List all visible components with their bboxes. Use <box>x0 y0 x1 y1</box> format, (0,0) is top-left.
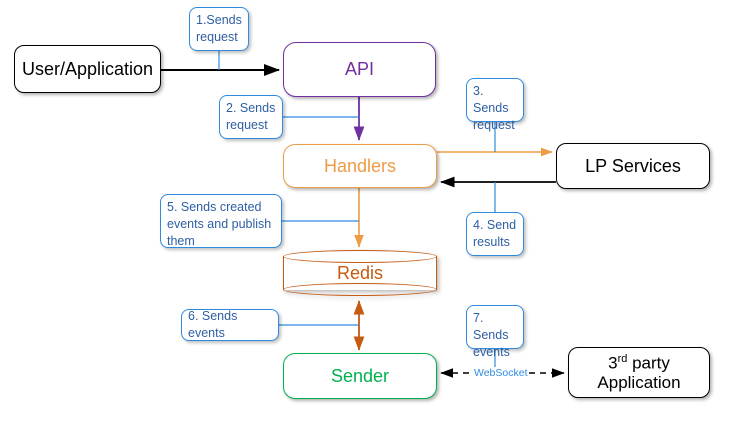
callout-step-7-text: 7. Sends events <box>473 311 510 359</box>
node-redis-label: Redis <box>336 262 384 283</box>
node-sender-label: Sender <box>330 365 390 386</box>
callout-step-4-text: 4. Send results <box>473 218 517 249</box>
callout-step-7[interactable]: 7. Sends events <box>466 305 524 359</box>
node-redis-database[interactable]: Redis <box>283 250 437 296</box>
node-api-label: API <box>344 59 374 80</box>
node-sender[interactable]: Sender <box>283 353 437 399</box>
cylinder-top-ellipse <box>283 250 437 263</box>
callout-step-5[interactable]: 5. Sends created events and publish them <box>160 194 282 248</box>
node-user-application-label: User/Application <box>21 58 154 79</box>
callout-step-1-text: 1.Sends request <box>196 13 242 44</box>
callout-step-5-text: 5. Sends created events and publish them <box>167 200 272 248</box>
node-api[interactable]: API <box>283 42 436 97</box>
edge-label-websocket: WebSocket <box>473 367 529 379</box>
node-third-party-application[interactable]: 3rd party Application <box>568 347 710 398</box>
callout-step-4[interactable]: 4. Send results <box>466 212 524 256</box>
node-lp-services[interactable]: LP Services <box>556 143 710 189</box>
third-party-word: party <box>627 353 670 373</box>
callout-step-3-text: 3. Sends request <box>473 84 515 132</box>
third-party-ordinal-suffix: rd <box>617 352 628 365</box>
node-handlers[interactable]: Handlers <box>283 144 437 188</box>
third-party-line-two: Application <box>597 372 681 392</box>
callout-step-6-text: 6. Sends events <box>188 309 238 340</box>
callout-step-2-text: 2. Sends request <box>226 101 276 132</box>
callout-step-6[interactable]: 6. Sends events <box>181 309 279 341</box>
callout-step-2[interactable]: 2. Sends request <box>219 95 283 139</box>
node-lp-services-label: LP Services <box>585 155 681 176</box>
callout-step-1[interactable]: 1.Sends request <box>189 7 249 51</box>
third-party-number: 3 <box>608 353 618 373</box>
cylinder-bottom-ellipse <box>283 283 437 296</box>
node-handlers-label: Handlers <box>323 155 397 176</box>
callout-step-3[interactable]: 3. Sends request <box>466 78 524 132</box>
node-user-application[interactable]: User/Application <box>14 45 161 93</box>
node-third-party-application-label: 3rd party Application <box>597 353 680 393</box>
